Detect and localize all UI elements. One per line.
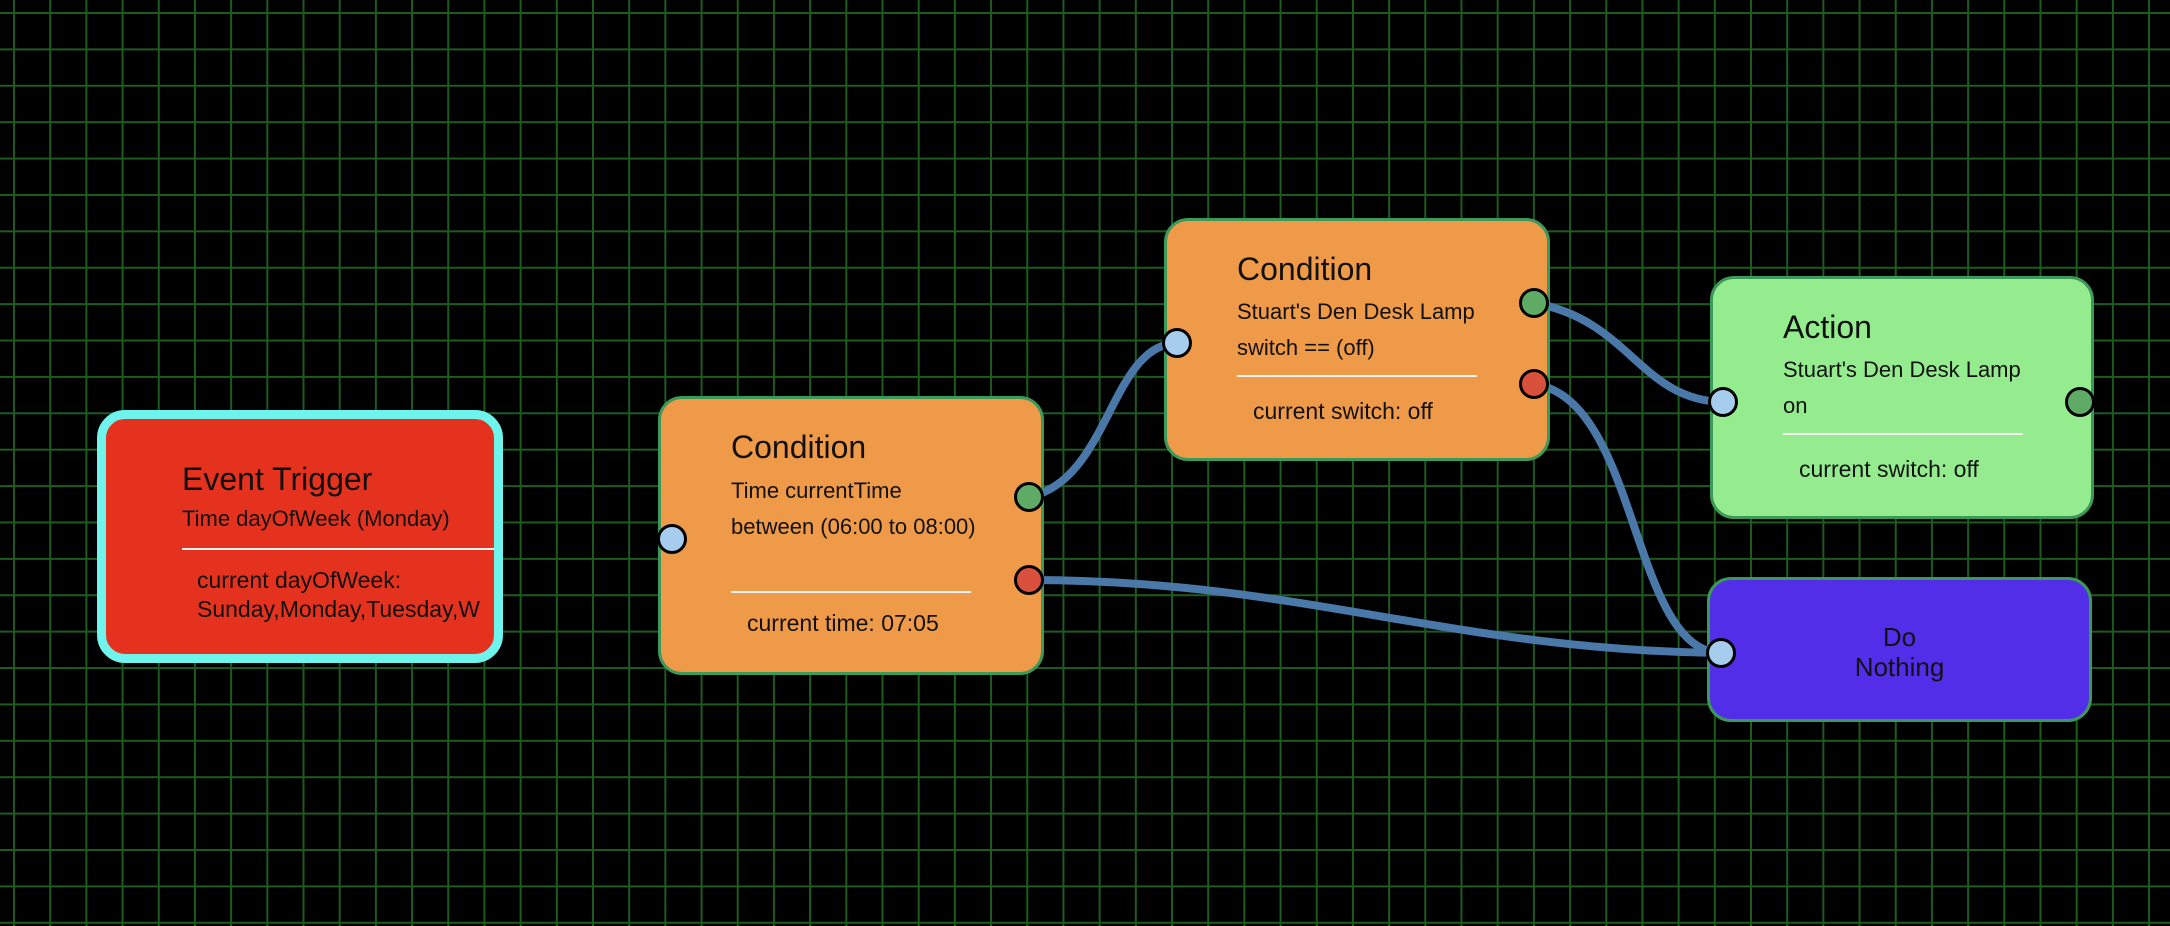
- time-condition-true-output-port[interactable]: [1014, 482, 1044, 512]
- node-description: Time currentTime between (06:00 to 08:00…: [731, 478, 976, 539]
- node-status: current time: 07:05: [747, 610, 939, 636]
- node-divider: [731, 591, 971, 593]
- node-label-line1: Do: [1882, 622, 1917, 652]
- do-nothing-input-port[interactable]: [1706, 638, 1736, 668]
- node-label-line2: Nothing: [1854, 652, 1945, 682]
- time-condition-input-port[interactable]: [657, 524, 687, 554]
- node-title: Action: [1783, 309, 1872, 345]
- node-description: Stuart's Den Desk Lamp on: [1783, 357, 2021, 418]
- condition-node-switch[interactable]: Condition Stuart's Den Desk Lamp switch …: [1164, 218, 1550, 461]
- node-divider: [1783, 433, 2023, 435]
- switch-condition-input-port[interactable]: [1162, 328, 1192, 358]
- switch-condition-false-output-port[interactable]: [1519, 369, 1549, 399]
- node-divider: [182, 548, 494, 550]
- status-value: Sunday,Monday,Tuesday,W: [197, 596, 480, 622]
- node-divider: [1237, 375, 1477, 377]
- action-output-port[interactable]: [2065, 387, 2095, 417]
- condition-node-time[interactable]: Condition Time currentTime between (06:0…: [658, 396, 1044, 675]
- node-title: Event Trigger: [182, 461, 373, 497]
- action-node[interactable]: Action Stuart's Den Desk Lamp on current…: [1710, 276, 2094, 519]
- status-label: current dayOfWeek:: [197, 567, 402, 593]
- node-label: Do Nothing: [1710, 622, 2089, 682]
- node-status: current switch: off: [1799, 456, 1979, 482]
- node-status: current dayOfWeek: Sunday,Monday,Tuesday…: [197, 566, 480, 624]
- connection-time-true-to-switch-condition[interactable]: [1025, 339, 1181, 501]
- event-trigger-node[interactable]: Event Trigger Time dayOfWeek (Monday) cu…: [97, 410, 503, 663]
- node-description: Time dayOfWeek (Monday): [182, 506, 450, 531]
- node-title: Condition: [1237, 251, 1373, 287]
- action-input-port[interactable]: [1708, 387, 1738, 417]
- node-title: Condition: [731, 429, 867, 465]
- node-description: Stuart's Den Desk Lamp switch == (off): [1237, 299, 1475, 360]
- time-condition-false-output-port[interactable]: [1014, 565, 1044, 595]
- connection-time-false-to-do-nothing[interactable]: [1025, 576, 1725, 657]
- connection-switch-true-to-action[interactable]: [1530, 299, 1727, 406]
- node-status: current switch: off: [1253, 398, 1433, 424]
- do-nothing-node[interactable]: Do Nothing: [1707, 577, 2092, 722]
- switch-condition-true-output-port[interactable]: [1519, 288, 1549, 318]
- connection-switch-false-to-do-nothing[interactable]: [1530, 380, 1725, 657]
